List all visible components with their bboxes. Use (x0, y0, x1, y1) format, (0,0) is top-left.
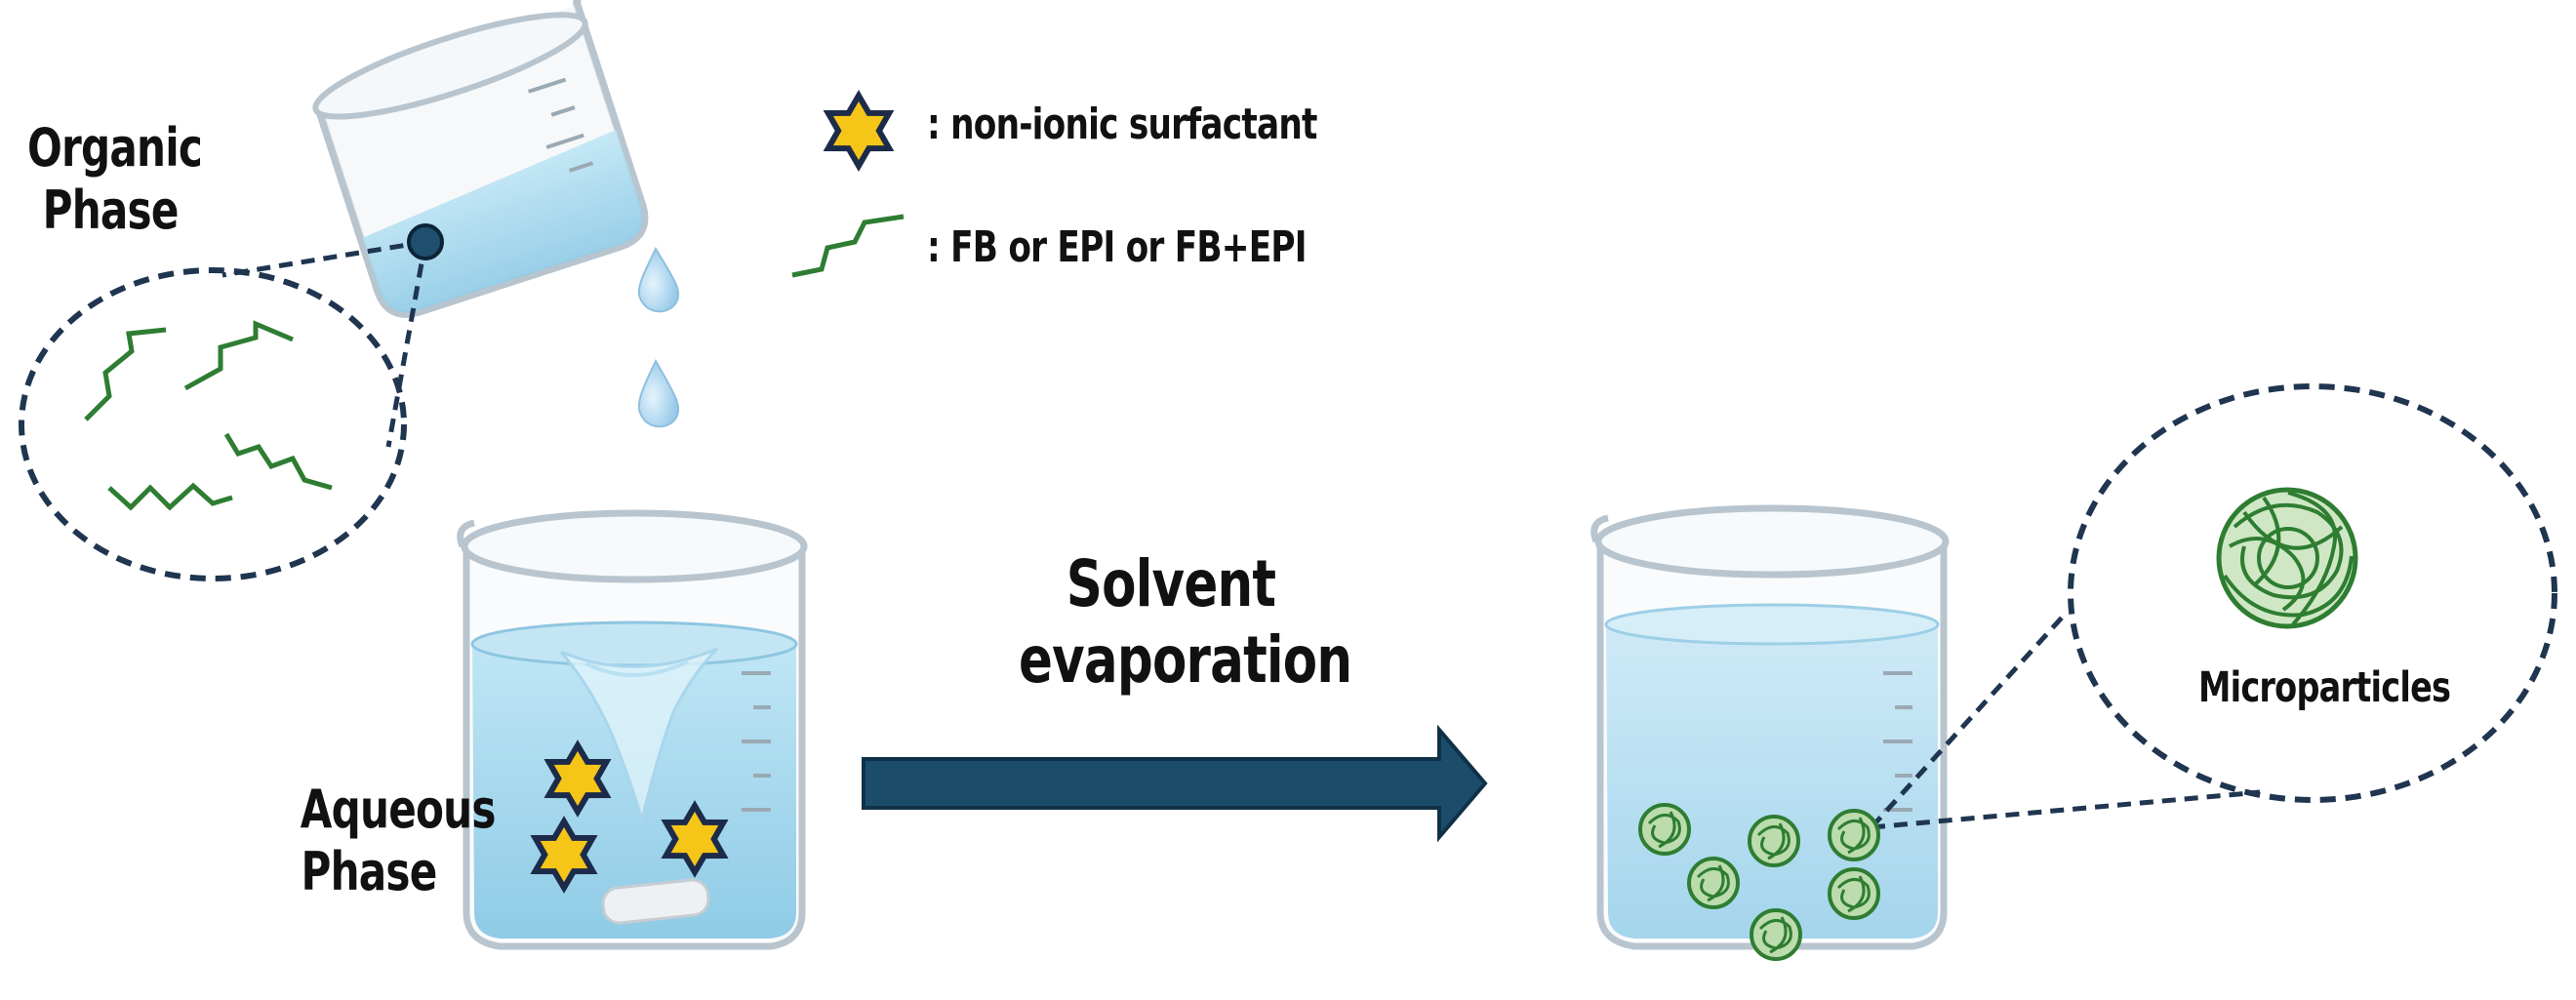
process-label: Solvent evaporation (1019, 546, 1352, 699)
microparticle (1638, 803, 1691, 856)
droplet-icon (637, 358, 680, 428)
process-label-line2: evaporation (1019, 621, 1352, 698)
legend-zigzag-icon (791, 214, 905, 278)
microparticle-large (2216, 487, 2358, 629)
microparticle (1687, 857, 1740, 909)
microparticle (1750, 908, 1802, 961)
pouring-beaker (312, 0, 649, 318)
polymer-chain (223, 432, 333, 491)
particle-group (1638, 803, 1880, 961)
microparticle (1748, 815, 1800, 867)
surfactant-star-icon (543, 740, 612, 818)
star-group (530, 740, 729, 894)
process-label-line1: Solvent (1066, 546, 1276, 621)
microparticle (1828, 809, 1880, 861)
polymer-chain (107, 482, 233, 511)
surfactant-star-icon (823, 90, 895, 172)
legend-star-icon (823, 90, 895, 172)
legend-polymer-text: : FB or EPI or FB+EPI (927, 222, 1308, 272)
aqueous-phase-label: Aqueous Phase (300, 779, 497, 902)
legend-surfactant-text: : non-ionic surfactant (927, 100, 1317, 149)
product-beaker (1590, 504, 1950, 950)
polymer-chain (84, 327, 167, 421)
aqueous-beaker (457, 509, 808, 950)
microparticle-callout (1870, 383, 2557, 830)
aqueous-phase-line1: Aqueous (300, 779, 497, 840)
organic-phase-line2: Phase (42, 179, 180, 241)
organic-phase-line1: Organic (27, 117, 203, 179)
microparticles-label: Microparticles (2198, 663, 2451, 712)
polymer-chain (183, 320, 294, 391)
aqueous-phase-line2: Phase (301, 840, 437, 902)
process-arrow (862, 724, 1488, 843)
organic-phase-callout (19, 223, 444, 581)
droplet-icon (637, 246, 680, 313)
microparticle (1828, 867, 1880, 920)
surfactant-star-icon (661, 800, 729, 878)
surfactant-star-icon (530, 816, 598, 894)
organic-phase-label: Organic Phase (27, 117, 203, 241)
